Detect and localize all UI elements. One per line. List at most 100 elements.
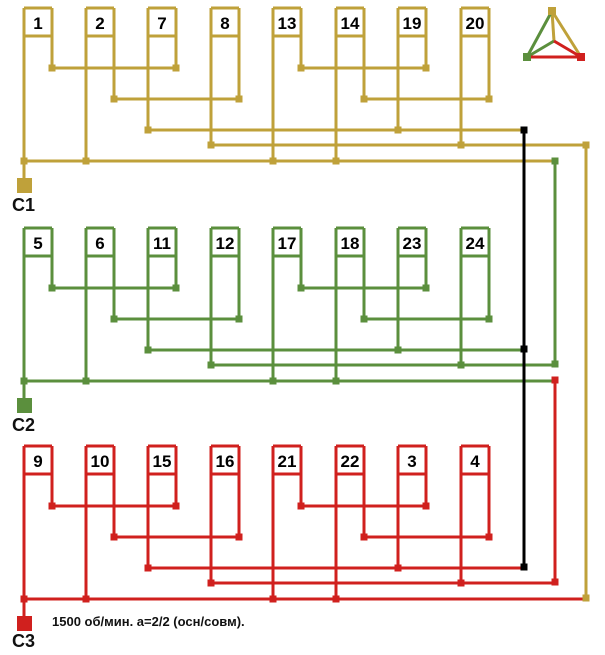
junction-dot — [551, 578, 559, 586]
coil-number: 10 — [91, 452, 110, 471]
junction-dot — [269, 377, 277, 385]
junction-dot — [172, 64, 180, 72]
junction-dot — [457, 361, 465, 369]
coil-22: 22 — [334, 444, 366, 599]
coil-number: 18 — [341, 234, 360, 253]
junction-dot — [110, 95, 118, 103]
junction-dot — [520, 345, 528, 353]
junction-dot — [269, 595, 277, 603]
terminal-c3 — [17, 616, 32, 631]
junction-dot — [48, 64, 56, 72]
coil-15: 15 — [146, 444, 178, 568]
junction-dot — [551, 157, 559, 165]
coil-number: 22 — [341, 452, 360, 471]
terminal-c1 — [17, 178, 32, 193]
coil-number: 23 — [403, 234, 422, 253]
coil-number: 13 — [278, 14, 297, 33]
junction-dot — [551, 360, 559, 368]
junction-dot — [394, 346, 402, 354]
junction-dot — [551, 376, 559, 384]
icon-node — [548, 7, 556, 15]
coil-23: 23 — [396, 226, 428, 350]
coil-19: 19 — [396, 6, 428, 130]
junction-dot — [394, 564, 402, 572]
coil-number: 12 — [216, 234, 235, 253]
coil-13: 13 — [271, 6, 303, 161]
junction-dot — [82, 377, 90, 385]
coil-number: 3 — [407, 452, 416, 471]
coil-7: 7 — [146, 6, 178, 130]
coil-number: 5 — [33, 234, 42, 253]
coil-5: 5 — [22, 226, 54, 381]
coil-number: 11 — [153, 234, 171, 253]
icon-line — [525, 10, 554, 58]
junction-dot — [172, 502, 180, 510]
coil-number: 4 — [470, 452, 480, 471]
coil-17: 17 — [271, 226, 303, 381]
coil-21: 21 — [271, 444, 303, 599]
junction-dot — [110, 315, 118, 323]
junction-dot — [394, 126, 402, 134]
junction-dot — [422, 64, 430, 72]
junction-dot — [207, 579, 215, 587]
coil-2: 2 — [84, 6, 116, 161]
coil-number: 17 — [278, 234, 297, 253]
junction-dot — [207, 141, 215, 149]
terminal-c2 — [17, 398, 32, 413]
terminal-label-c1: C1 — [12, 195, 36, 215]
icon-line — [550, 10, 583, 58]
coil-number: 8 — [220, 14, 229, 33]
coil-9: 9 — [22, 444, 54, 599]
icon-node — [577, 53, 585, 61]
coil-14: 14 — [334, 6, 366, 161]
junction-dot — [457, 579, 465, 587]
junction-dot — [582, 594, 590, 602]
coil-18: 18 — [334, 226, 366, 381]
coil-number: 19 — [403, 14, 422, 33]
coil-number: 2 — [95, 14, 104, 33]
junction-dot — [297, 284, 305, 292]
junction-dot — [144, 564, 152, 572]
coil-number: 1 — [33, 14, 42, 33]
coil-12: 12 — [209, 226, 241, 365]
junction-dot — [172, 284, 180, 292]
junction-dot — [48, 502, 56, 510]
coil-number: 7 — [157, 14, 166, 33]
terminal-label-c3: C3 — [12, 631, 36, 651]
junction-dot — [82, 157, 90, 165]
icon-line — [526, 39, 555, 59]
coil-8: 8 — [209, 6, 241, 145]
coil-number: 14 — [341, 14, 360, 33]
junction-dot — [360, 533, 368, 541]
junction-dot — [360, 95, 368, 103]
junction-dot — [235, 315, 243, 323]
junction-dot — [422, 284, 430, 292]
coil-20: 20 — [459, 6, 491, 145]
coil-4: 4 — [459, 444, 491, 583]
junction-dot — [207, 361, 215, 369]
junction-dot — [457, 141, 465, 149]
junction-dot — [269, 157, 277, 165]
icon-node — [523, 53, 531, 61]
junction-dot — [110, 533, 118, 541]
junction-dot — [422, 502, 430, 510]
junction-dot — [332, 377, 340, 385]
icon-line — [553, 39, 582, 59]
junction-dot — [485, 315, 493, 323]
coil-number: 16 — [216, 452, 235, 471]
coil-number: 15 — [153, 452, 172, 471]
coil-number: 21 — [278, 452, 297, 471]
coil-10: 10 — [84, 444, 116, 599]
coil-11: 11 — [146, 226, 178, 350]
junction-dot — [582, 141, 590, 149]
junction-dot — [520, 126, 528, 134]
coil-number: 9 — [33, 452, 42, 471]
coil-3: 3 — [396, 444, 428, 568]
junction-dot — [235, 95, 243, 103]
junction-dot — [48, 284, 56, 292]
coil-number: 24 — [466, 234, 485, 253]
junction-dot — [332, 157, 340, 165]
junction-dot — [82, 595, 90, 603]
junction-dot — [485, 533, 493, 541]
